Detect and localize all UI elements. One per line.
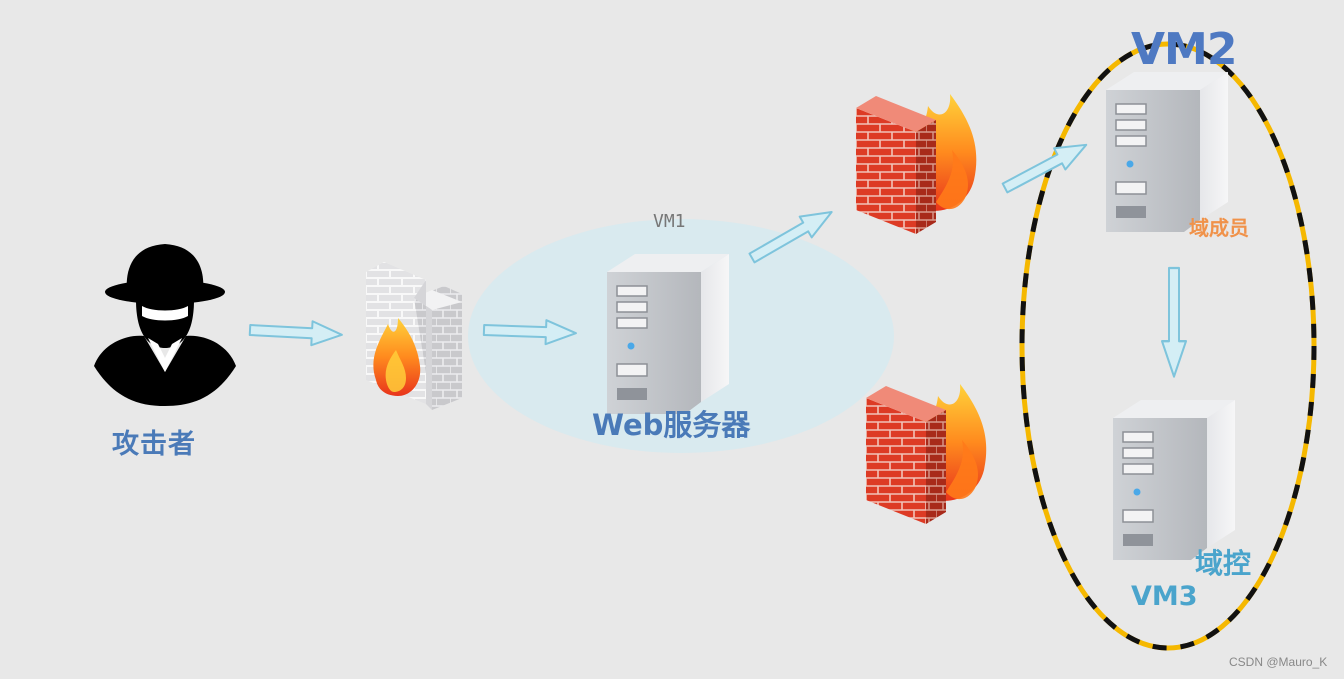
- domain-member-label: 域成员: [1189, 216, 1249, 240]
- vm3-label: VM3: [1131, 581, 1198, 612]
- attacker-label: 攻击者: [112, 429, 196, 460]
- domain-controller-server-icon: [1112, 399, 1236, 561]
- vm2-label: VM2: [1131, 24, 1237, 75]
- spy-icon: [94, 244, 236, 406]
- white-firewall-icon: [366, 262, 462, 410]
- domain-group-ellipse: [1019, 41, 1317, 651]
- red-firewall-icon: [856, 94, 977, 234]
- flow-arrow-icon: [248, 317, 344, 348]
- red-firewall-icon: [866, 384, 987, 524]
- domain-controller-label: 域控: [1195, 547, 1252, 580]
- domain-member-server-icon: [1105, 71, 1229, 233]
- watermark: CSDN @Mauro_K: [1229, 655, 1328, 669]
- vm1-label: VM1: [653, 211, 686, 232]
- web-server-label: Web服务器: [592, 408, 751, 442]
- web-server-icon: [606, 253, 730, 415]
- flow-arrow-icon: [1160, 266, 1188, 378]
